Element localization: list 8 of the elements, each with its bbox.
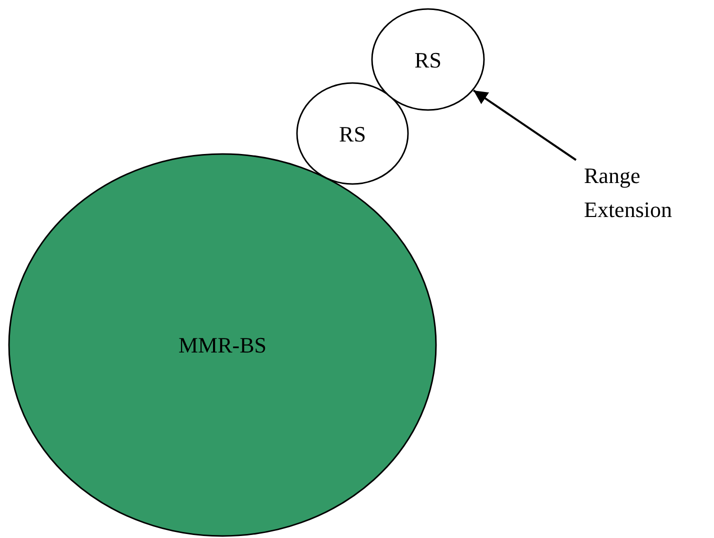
base-station-ellipse xyxy=(8,153,437,537)
node-label: RS xyxy=(414,46,442,74)
node-label: RS xyxy=(338,120,367,148)
relay-station-circle xyxy=(296,82,409,185)
relay-station-circle xyxy=(371,8,485,111)
leader-arrow xyxy=(473,90,577,161)
node-label: MMR-BS xyxy=(177,332,268,360)
callout-label: Range Extension xyxy=(583,162,672,224)
